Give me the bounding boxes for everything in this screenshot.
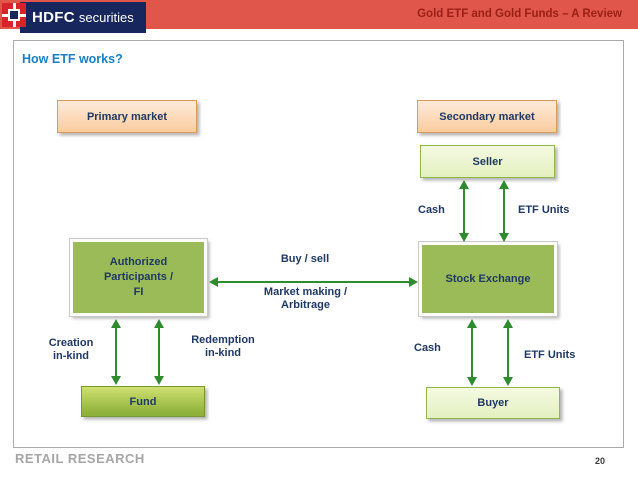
logo-wordmark: HDFC securities: [20, 2, 146, 33]
label-creation-line1: Creation: [48, 337, 94, 349]
arrow-cash-seller-exchange: [459, 180, 469, 242]
label-redemption-line1: Redemption: [191, 334, 255, 346]
arrow-creation-in-kind: [111, 319, 121, 385]
primary-market-box: Primary market: [57, 100, 197, 133]
stock-exchange-box: Stock Exchange: [418, 241, 558, 317]
page-number: 20: [595, 456, 606, 466]
slide-heading: How ETF works?: [22, 52, 123, 66]
label-cash-seller: Cash: [418, 204, 445, 216]
label-redemption-line2: in-kind: [204, 347, 242, 359]
ap-line-3: FI: [133, 286, 144, 298]
seller-box: Seller: [420, 145, 555, 178]
arrow-buy-sell: [209, 277, 418, 287]
logo-text-bold: HDFC: [32, 9, 75, 26]
label-creation-in-kind: Creation in-kind: [38, 337, 104, 363]
hdfc-logo-icon-center: [8, 9, 20, 21]
arrow-cash-exchange-buyer: [467, 319, 477, 386]
label-market-making-line1: Market making /: [263, 286, 348, 298]
arrow-etf-units-seller-exchange: [499, 180, 509, 242]
label-creation-line2: in-kind: [52, 350, 90, 362]
hdfc-securities-logo: HDFC securities: [0, 0, 150, 34]
label-market-making-line2: Arbitrage: [281, 299, 330, 311]
fund-box: Fund: [81, 386, 205, 417]
logo-text-regular: securities: [78, 10, 134, 25]
buyer-box: Buyer: [426, 387, 560, 419]
label-market-making: Market making / Arbitrage: [233, 286, 378, 312]
label-buy-sell: Buy / sell: [280, 253, 330, 265]
arrow-etf-units-exchange-buyer: [503, 319, 513, 386]
label-redemption-in-kind: Redemption in-kind: [180, 334, 266, 360]
footer-retail-research: RETAIL RESEARCH: [15, 451, 145, 466]
slide-title: Gold ETF and Gold Funds – A Review: [417, 8, 622, 20]
label-etf-units-buyer: ETF Units: [524, 349, 576, 361]
hdfc-logo-icon: [2, 3, 26, 27]
ap-line-2: Participants /: [103, 271, 174, 283]
arrow-redemption-in-kind: [154, 319, 164, 385]
label-cash-buyer: Cash: [414, 342, 441, 354]
secondary-market-box: Secondary market: [417, 100, 557, 133]
label-etf-units-seller: ETF Units: [518, 204, 570, 216]
authorized-participants-box: Authorized Participants / FI: [69, 238, 208, 317]
ap-line-1: Authorized: [109, 256, 168, 268]
